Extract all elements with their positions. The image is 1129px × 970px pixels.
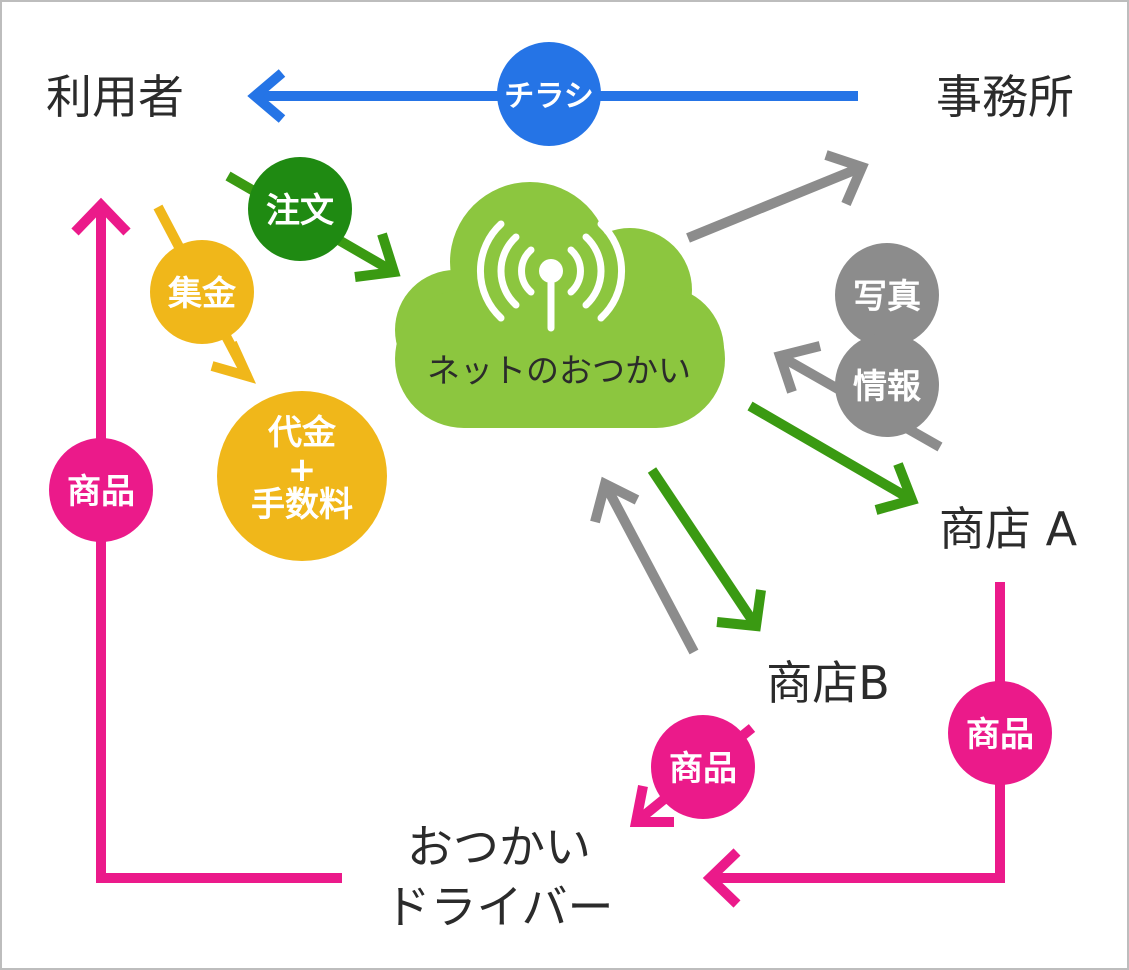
driver-node-line1: おつかい <box>407 820 591 874</box>
info-badge-label: 情報 <box>853 367 921 407</box>
goods-badge-left: 商品 <box>49 438 153 542</box>
cloud-to-office-arrow <box>686 150 869 243</box>
shop-b-to-cloud-arrow <box>590 476 699 655</box>
shop-b-node: 商店B <box>766 656 890 710</box>
goods-badge-shop-b-label: 商品 <box>669 749 737 789</box>
antenna-signal-icon <box>476 220 626 332</box>
cloud-label: ネットのおつかい <box>427 351 691 390</box>
goods-badge-left-label: 商品 <box>67 472 135 512</box>
antenna-top <box>539 259 563 283</box>
photo-badge-label: 写真 <box>853 277 921 317</box>
collect-badge: 集金 <box>150 240 254 344</box>
office-node: 事務所 <box>936 70 1074 124</box>
order-badge: 注文 <box>248 157 352 261</box>
shop-a-to-driver-arrow <box>702 582 1005 908</box>
goods-badge-shop-a-label: 商品 <box>966 715 1034 755</box>
driver-node-line2: ドライバー <box>384 880 613 934</box>
payment-line2: + <box>288 450 317 490</box>
photo-info-badge: 写真 情報 <box>835 243 939 437</box>
user-node: 利用者 <box>46 70 184 124</box>
payment-line3: 手数料 <box>251 485 353 525</box>
order-badge-label: 注文 <box>266 191 334 231</box>
flyer-badge-label: チラシ <box>504 79 593 114</box>
goods-badge-shop-b: 商品 <box>651 715 755 819</box>
cloud-to-shop-a-arrow <box>747 401 919 515</box>
cloud-service: ネットのおつかい <box>395 182 725 428</box>
flyer-badge: チラシ <box>497 42 601 146</box>
collect-badge-label: 集金 <box>167 274 237 314</box>
goods-badge-shop-a: 商品 <box>948 681 1052 785</box>
driver-to-user-arrow <box>71 197 342 883</box>
payment-line1: 代金 <box>267 413 337 453</box>
shop-a-node: 商店 A <box>939 502 1078 556</box>
cloud-to-shop-b-arrow <box>647 467 766 632</box>
payment-badge: 代金 + 手数料 <box>217 391 387 561</box>
